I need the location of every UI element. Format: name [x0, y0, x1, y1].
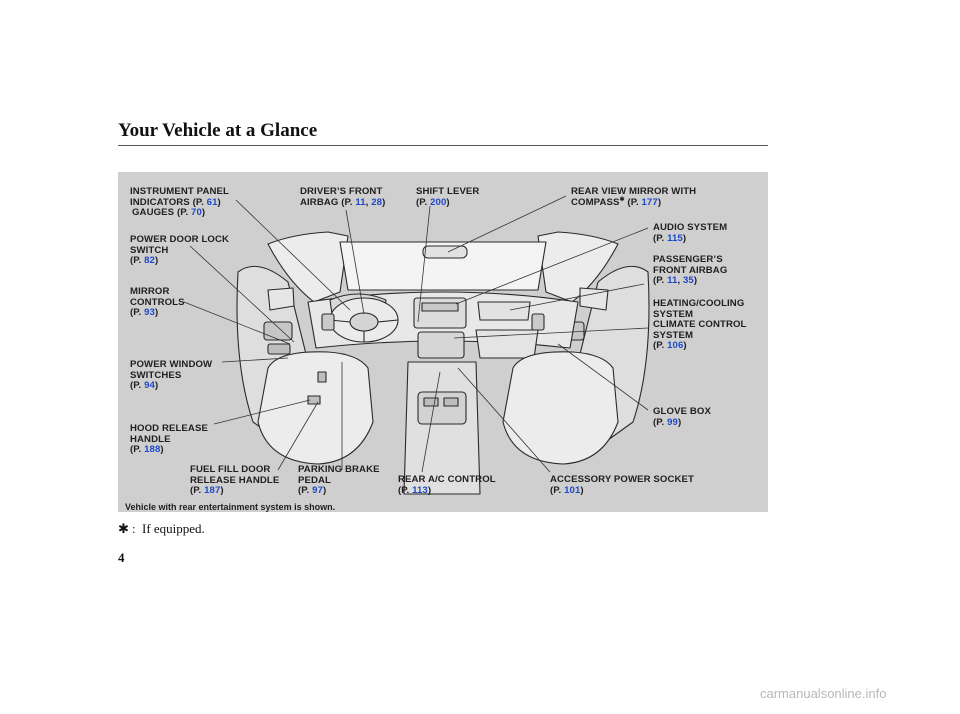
- label-fuel-fill: FUEL FILL DOOR RELEASE HANDLE (P. 187): [190, 464, 280, 496]
- footnote-text: If equipped.: [142, 521, 205, 536]
- page-ref-link[interactable]: 113: [412, 484, 428, 496]
- label-instrument-panel: INSTRUMENT PANEL INDICATORS (P. 61) GAUG…: [130, 186, 229, 218]
- page-ref-link[interactable]: 82: [144, 255, 155, 266]
- driver-seat: [257, 351, 374, 465]
- page-ref-link[interactable]: 70: [191, 207, 202, 218]
- illustration-caption: Vehicle with rear entertainment system i…: [125, 502, 336, 512]
- label-power-window: POWER WINDOW SWITCHES (P. 94): [130, 359, 213, 391]
- page-ref-link[interactable]: 177: [641, 196, 658, 208]
- page-ref-link[interactable]: 187: [204, 485, 221, 496]
- page-ref-link[interactable]: 28: [371, 196, 383, 208]
- page-ref-link[interactable]: 99: [667, 416, 678, 428]
- left-a-pillar: [267, 231, 349, 303]
- page-ref-link[interactable]: 11: [667, 275, 678, 286]
- windshield: [339, 241, 547, 291]
- label-shift-lever: SHIFT LEVER (P. 200): [416, 186, 480, 208]
- page-ref-link[interactable]: 97: [312, 485, 323, 496]
- page-ref-link[interactable]: 101: [564, 484, 581, 496]
- page-title: Your Vehicle at a Glance: [118, 120, 318, 141]
- label-rear-ac: REAR A/C CONTROL (P. 113): [398, 474, 496, 496]
- footnote-separator: :: [132, 521, 136, 536]
- footnote: ✱: If equipped.: [118, 521, 205, 537]
- label-passenger-airbag: PASSENGER’S FRONT AIRBAG (P. 11, 35): [653, 254, 728, 286]
- right-a-pillar: [537, 231, 619, 303]
- label-glove-box: GLOVE BOX (P. 99): [653, 406, 711, 428]
- passenger-seat: [502, 351, 619, 465]
- watermark: carmanualsonline.info: [760, 686, 887, 701]
- page-ref-link[interactable]: 106: [667, 340, 684, 351]
- label-heating-cooling: HEATING/COOLING SYSTEM CLIMATE CONTROL S…: [653, 298, 747, 351]
- page-ref-link[interactable]: 115: [667, 232, 683, 244]
- label-power-door-lock: POWER DOOR LOCK SWITCH (P. 82): [130, 234, 230, 266]
- title-divider: [118, 145, 768, 146]
- label-accessory-socket: ACCESSORY POWER SOCKET (P. 101): [550, 474, 694, 496]
- page-ref-link[interactable]: 188: [144, 444, 161, 455]
- label-drivers-airbag: DRIVER’S FRONT AIRBAG (P. 11, 28): [300, 186, 386, 208]
- label-hood-release: HOOD RELEASE HANDLE (P. 188): [130, 423, 208, 455]
- vehicle-interior-illustration: [183, 195, 650, 495]
- page-number: 4: [118, 550, 125, 565]
- if-equipped-mark: ✱: [619, 196, 625, 203]
- asterisk-icon: ✱: [118, 521, 129, 536]
- label-rear-view-mirror: REAR VIEW MIRROR WITH COMPASS✱ (P. 177): [571, 186, 697, 208]
- page-ref-link[interactable]: 94: [144, 380, 155, 391]
- page-ref-link[interactable]: 11: [355, 196, 366, 208]
- rear-view-mirror: [422, 245, 468, 259]
- page-ref-link[interactable]: 35: [682, 275, 694, 286]
- page-ref-link[interactable]: 200: [430, 196, 447, 208]
- label-audio-system: AUDIO SYSTEM (P. 115): [653, 222, 728, 244]
- page-ref-link[interactable]: 61: [206, 196, 218, 208]
- label-mirror-controls: MIRROR CONTROLS (P. 93): [130, 286, 185, 318]
- label-parking-brake: PARKING BRAKE PEDAL (P. 97): [298, 464, 380, 496]
- page-ref-link[interactable]: 93: [144, 307, 155, 318]
